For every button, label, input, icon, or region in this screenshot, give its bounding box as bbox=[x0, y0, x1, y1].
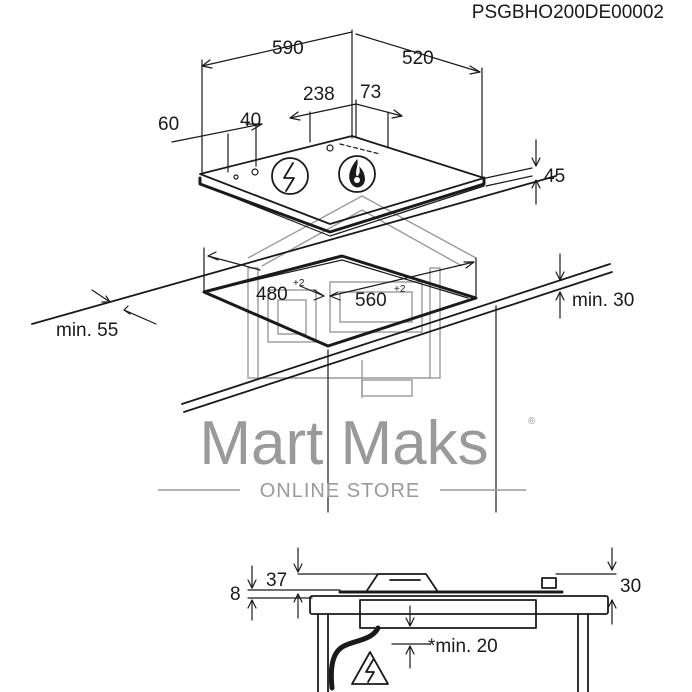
hob-top bbox=[198, 135, 486, 237]
dim-side-30: 30 bbox=[620, 576, 641, 597]
dim-min-55: min. 55 bbox=[56, 320, 118, 341]
watermark: Mart Maks ® ONLINE STORE bbox=[158, 409, 536, 502]
electric-hazard-icon bbox=[351, 651, 389, 685]
dim-side-37: 37 bbox=[266, 570, 287, 591]
dim-cutout-560: 560 bbox=[355, 290, 387, 311]
dim-520: 520 bbox=[402, 48, 434, 69]
gas-flame-icon bbox=[338, 155, 376, 193]
watermark-brand: Mart Maks bbox=[199, 409, 488, 478]
worktop bbox=[31, 175, 613, 513]
dimension-lines-cutout bbox=[91, 247, 565, 325]
watermark-tagline: ONLINE STORE bbox=[260, 480, 421, 502]
dim-60: 60 bbox=[158, 114, 179, 135]
dim-cutout-560-tolerance: +2 bbox=[394, 284, 406, 295]
dim-side-min-20: *min. 20 bbox=[428, 636, 498, 657]
dim-590: 590 bbox=[272, 38, 304, 59]
dim-238: 238 bbox=[303, 84, 335, 105]
electric-hob-icon bbox=[271, 157, 309, 195]
dim-cutout-480-tolerance: +2 bbox=[293, 278, 305, 289]
dim-cutout-480: 480 bbox=[256, 284, 288, 305]
dim-40: 40 bbox=[240, 110, 261, 131]
dim-side-8: 8 bbox=[230, 584, 241, 605]
document-code: PSGBHO200DE00002 bbox=[472, 2, 664, 23]
dimension-lines-top bbox=[171, 29, 541, 205]
side-section bbox=[247, 547, 617, 692]
dim-min-30: min. 30 bbox=[572, 290, 634, 311]
watermark-registered: ® bbox=[528, 416, 536, 427]
dim-73: 73 bbox=[360, 82, 381, 103]
